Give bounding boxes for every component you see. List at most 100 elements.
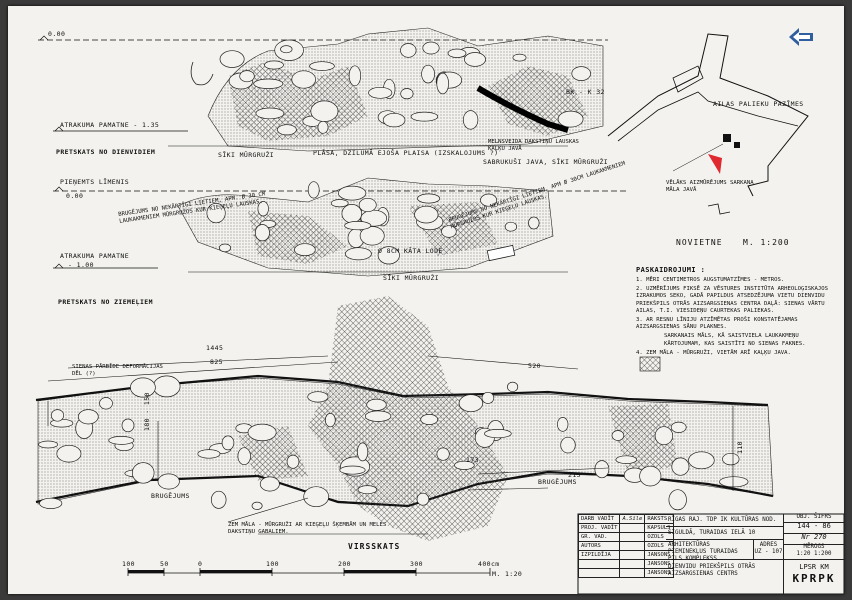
level-zero-top: 0.00 [48,30,66,38]
complex-cell: ARHITEKTŪRAS PIEMINEKĻUS TURAIDAS PILS K… [666,540,754,562]
boulder-note: Ø 8CM KĀTA LODE [378,247,443,255]
stone-shape [400,88,414,100]
stone-shape [317,120,329,134]
signature-cell [619,541,646,551]
drawing-cell: DIENVIDU PRIEKŠPILS OTRĀS AIZSARGSIENAS … [666,560,784,594]
signature-cell [619,559,646,569]
role-cell: DARB VADĪT [577,514,621,524]
stone-shape [670,421,687,433]
stone-shape [277,124,297,136]
stone-shape [364,410,392,422]
stone-shape [291,70,316,89]
stone-shape [416,492,430,506]
scale-tick: 400cm [478,560,500,568]
role-cell [577,568,621,578]
stone-shape [219,50,245,68]
stone-shape [247,423,277,442]
stone-shape [382,112,406,128]
top-view-title: VIRSSKATS [348,542,401,551]
stone-shape [38,440,59,449]
south-elevation [38,27,608,152]
stone-shape [639,465,662,487]
stone-shape [310,100,339,122]
legend-item: 3. AR RESNU LĪNIJU ATZĪMĒTAS PROŠI KONST… [636,317,798,331]
mid-section [53,177,628,277]
name-cell: JANSONS [644,568,674,578]
stone-shape [286,454,300,469]
stone-shape [436,447,450,461]
stone-shape [357,442,369,462]
stone-shape [264,60,284,70]
stone-shape [206,203,226,224]
obj-label: OBJ. ŠIFRS [784,514,844,523]
legend: PASKAIDROJUMI : 1. MĒRI CENTIMETROS AUGS… [636,266,836,357]
stone-shape [280,45,293,54]
stone-shape [557,417,569,432]
dim-110: 110 [736,441,744,454]
stone-shape [615,455,638,464]
stone-shape [131,462,155,484]
scale-tick: 0 [198,560,203,568]
signature-cell [619,532,646,542]
legend-title: PASKAIDROJUMI : [636,266,706,274]
small-stones-top: SĪKI MŪRGRUŽI [218,151,275,159]
paving-right-label: BRUGĒJUMS [538,478,577,486]
stone-shape [484,429,512,439]
interior-zero-label: 0.00 [66,192,84,200]
site-plan-scale: M. 1:200 [743,238,790,247]
site-cell: SIGULDĀ, TURAIDAS IELĀ 10 [666,527,784,540]
stone-shape [417,193,441,204]
legend-item: 2. UZMĒRĪJUMS FIKSĒ ZA VĒSTURES INSTITŪT… [636,286,828,314]
stone-shape [210,490,227,509]
stone-shape [77,409,99,425]
site-wall-label: AILAS PALIEKU PAZĪMES [713,100,804,108]
stone-shape [330,199,349,208]
signature-row: JANSONS [577,559,674,569]
stone-shape [348,65,362,87]
stone-shape [253,78,284,89]
stone-shape [344,221,372,231]
stone-shape [528,216,540,230]
foundation-mid-value: - 1.00 [68,261,94,269]
signature-row: GR. VAD.OZOLS [577,532,674,542]
stone-shape [366,398,387,411]
stone-shape [462,110,479,130]
role-cell: PROJ. VADĪT [577,523,621,533]
stone-shape [339,465,366,475]
stone-shape [337,185,367,201]
stone-shape [480,193,498,207]
stone-shape [481,391,495,404]
stone-shape [56,444,82,463]
signature-cell [619,550,646,560]
stone-shape [341,204,363,224]
org-cell: RĪGAS RAJ. TDP IK KULTŪRAS NOD. [666,514,784,527]
stone-shape [360,209,388,227]
stamp-cell: KPRPK [792,572,836,585]
stone-shape [121,418,135,433]
foundation-mid-label: ATRAKUMA PAMATNE [60,252,130,260]
signature-row: JANSONS [577,568,674,578]
stone-shape [239,70,255,83]
role-cell: IZPILDĪJA [577,550,621,560]
plaster-layer-label: PLĀSA, DZILUMĀ EJOŠA PLAISA (IZSKALOJUMS… [313,149,499,157]
stone-shape [357,485,378,495]
stone-shape [410,111,439,122]
scale-main-label: M. 1:20 [492,570,523,578]
signature-cell [619,568,646,578]
stone-shape [218,243,232,253]
institute-cell: LPSR KM [799,563,829,571]
stone-shape [257,201,269,217]
stone-shape [39,497,63,509]
paving-left-label: BRUGĒJUMS [151,492,190,500]
stone-shape [507,381,519,393]
sand-mortar-label: SABRUKUŠI JAVA, SĪKI MŪRGRUŽI [483,158,609,166]
dim-520: 520 [528,362,541,370]
scale-tick: 100 [266,560,279,568]
stone-shape [688,451,715,470]
survey-drawing [35,27,844,594]
stone-shape [251,501,263,510]
small-stones-mid: SĪKI MŪRGRUŽI [383,274,440,282]
